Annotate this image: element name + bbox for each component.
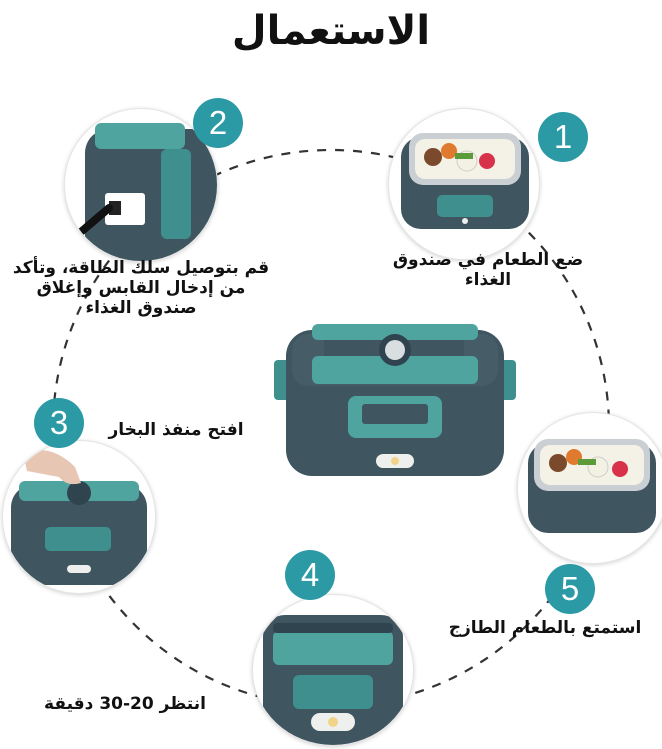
step-1-photo: [388, 108, 540, 260]
step-2-number-badge: 2: [193, 98, 243, 148]
step-4-photo: [252, 594, 414, 746]
lunch-box-illustration: [272, 316, 518, 478]
page-title: الاستعمال: [231, 8, 431, 54]
step-2-caption: قم بتوصيل سلك الطاقة، وتأكد من إدخال الق…: [12, 258, 270, 318]
step-5-caption: استمتع بالطعام الطازج: [448, 618, 642, 638]
step-2-photo: [64, 108, 218, 262]
step-1-caption: ضع الطعام في صندوق الغذاء: [392, 250, 584, 290]
step-1-number-badge: 1: [538, 112, 588, 162]
step-3-photo: [2, 440, 156, 594]
step-4-number-badge: 4: [285, 550, 335, 600]
step-5-number-badge: 5: [545, 564, 595, 614]
step-3-caption: افتح منفذ البخار: [108, 420, 244, 440]
step-3-number-badge: 3: [34, 398, 84, 448]
step-4-caption: انتظر 20-30 دقيقة: [44, 694, 206, 714]
step-5-photo: [517, 412, 662, 564]
